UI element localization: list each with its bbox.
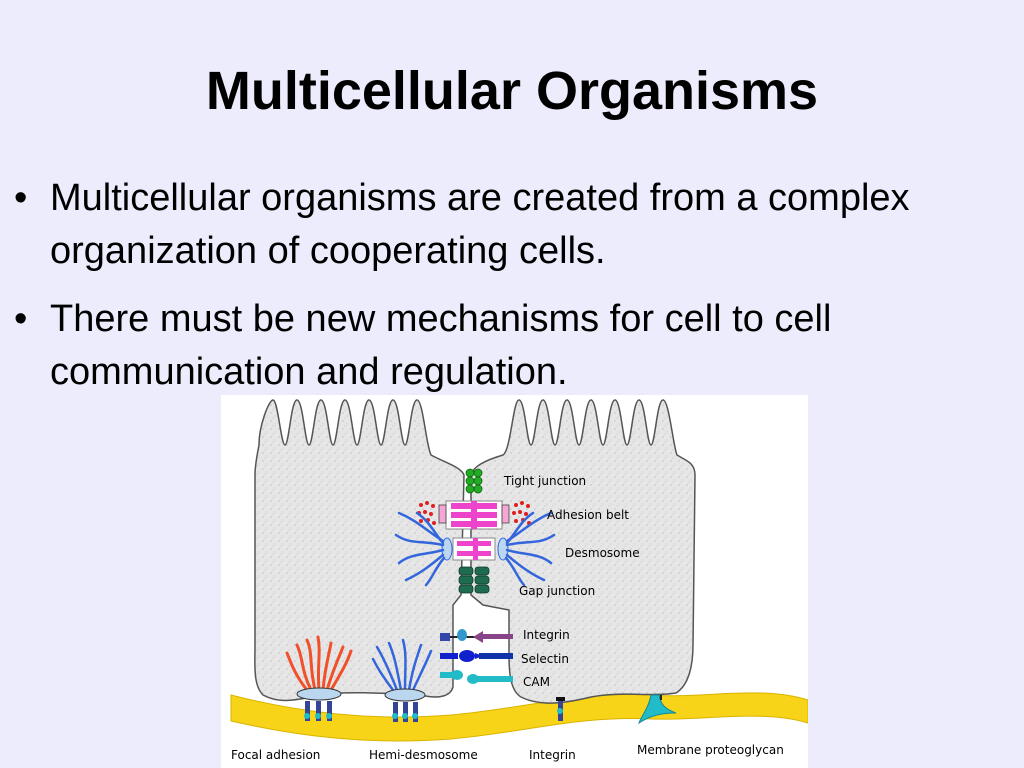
bullet-item: • There must be new mechanisms for cell …: [14, 293, 1014, 399]
hemi-desmosome-icon: [371, 638, 433, 722]
label-integrin-right: Integrin: [523, 628, 570, 642]
label-focal-adhesion: Focal adhesion: [231, 748, 320, 762]
integrin-icon: [440, 629, 513, 643]
label-selectin: Selectin: [521, 652, 569, 666]
integrin-bottom-icon: [556, 697, 565, 721]
focal-adhesion-icon: [285, 635, 353, 721]
slide-title: Multicellular Organisms: [205, 61, 819, 121]
label-hemi-desmosome: Hemi-desmosome: [369, 748, 478, 762]
bullet-text: There must be new mechanisms for cell to…: [50, 298, 832, 393]
left-cell: [254, 399, 465, 702]
selectin-icon: [440, 650, 513, 662]
gap-junction-icon: [458, 566, 490, 594]
bullet-marker: •: [14, 177, 28, 219]
adhesion-belt-icon: [417, 500, 531, 530]
basement-membrane: [230, 692, 808, 742]
label-gap-junction: Gap junction: [519, 584, 595, 598]
label-tight-junction: Tight junction: [503, 474, 586, 488]
tight-junction-icon: [465, 468, 483, 494]
bullet-marker: •: [14, 298, 28, 340]
bullet-list: • Multicellular organisms are created fr…: [14, 172, 1014, 414]
label-adhesion-belt: Adhesion belt: [547, 508, 629, 522]
right-cell: [470, 399, 696, 704]
cell-junction-diagram: Tight junction Adhesion belt Desmosome G…: [221, 395, 808, 768]
label-integrin-bottom: Integrin: [529, 748, 576, 762]
bullet-text: Multicellular organisms are created from…: [50, 177, 910, 272]
membrane-proteoglycan-icon: [638, 694, 677, 725]
bullet-item: • Multicellular organisms are created fr…: [14, 172, 1014, 278]
label-membrane-proteoglycan: Membrane proteoglycan: [637, 743, 784, 757]
desmosome-icon: [394, 511, 556, 587]
cam-icon: [440, 670, 513, 684]
label-desmosome: Desmosome: [565, 546, 640, 560]
label-cam: CAM: [523, 675, 550, 689]
